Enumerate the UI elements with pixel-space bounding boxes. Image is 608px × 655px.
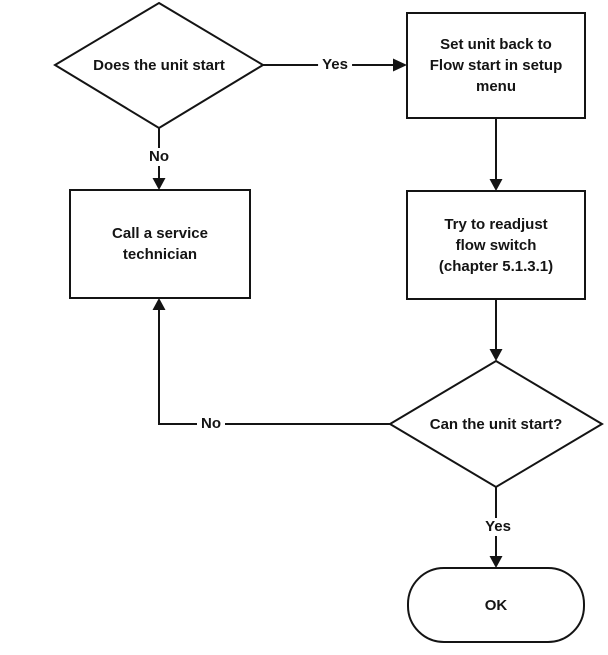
arrowhead-into-call-technician-bottom: [152, 298, 166, 310]
terminator-ok-shape: [407, 567, 585, 643]
edge-can-unit-start-no: [158, 302, 392, 425]
decision-does-unit-start-shape: [53, 1, 265, 130]
process-set-unit-back-shape: [406, 12, 586, 119]
decision-can-unit-start-shape: [388, 359, 604, 489]
arrowhead-into-call-technician-top: [152, 178, 166, 190]
arrowhead-into-can-unit-start: [489, 349, 503, 361]
arrowhead-into-readjust-flow-switch: [489, 179, 503, 191]
process-readjust-flow-switch-shape: [406, 190, 586, 300]
arrowhead-into-set-unit-back: [393, 58, 407, 72]
process-call-technician-shape: [69, 189, 251, 299]
arrowhead-into-ok: [489, 556, 503, 568]
